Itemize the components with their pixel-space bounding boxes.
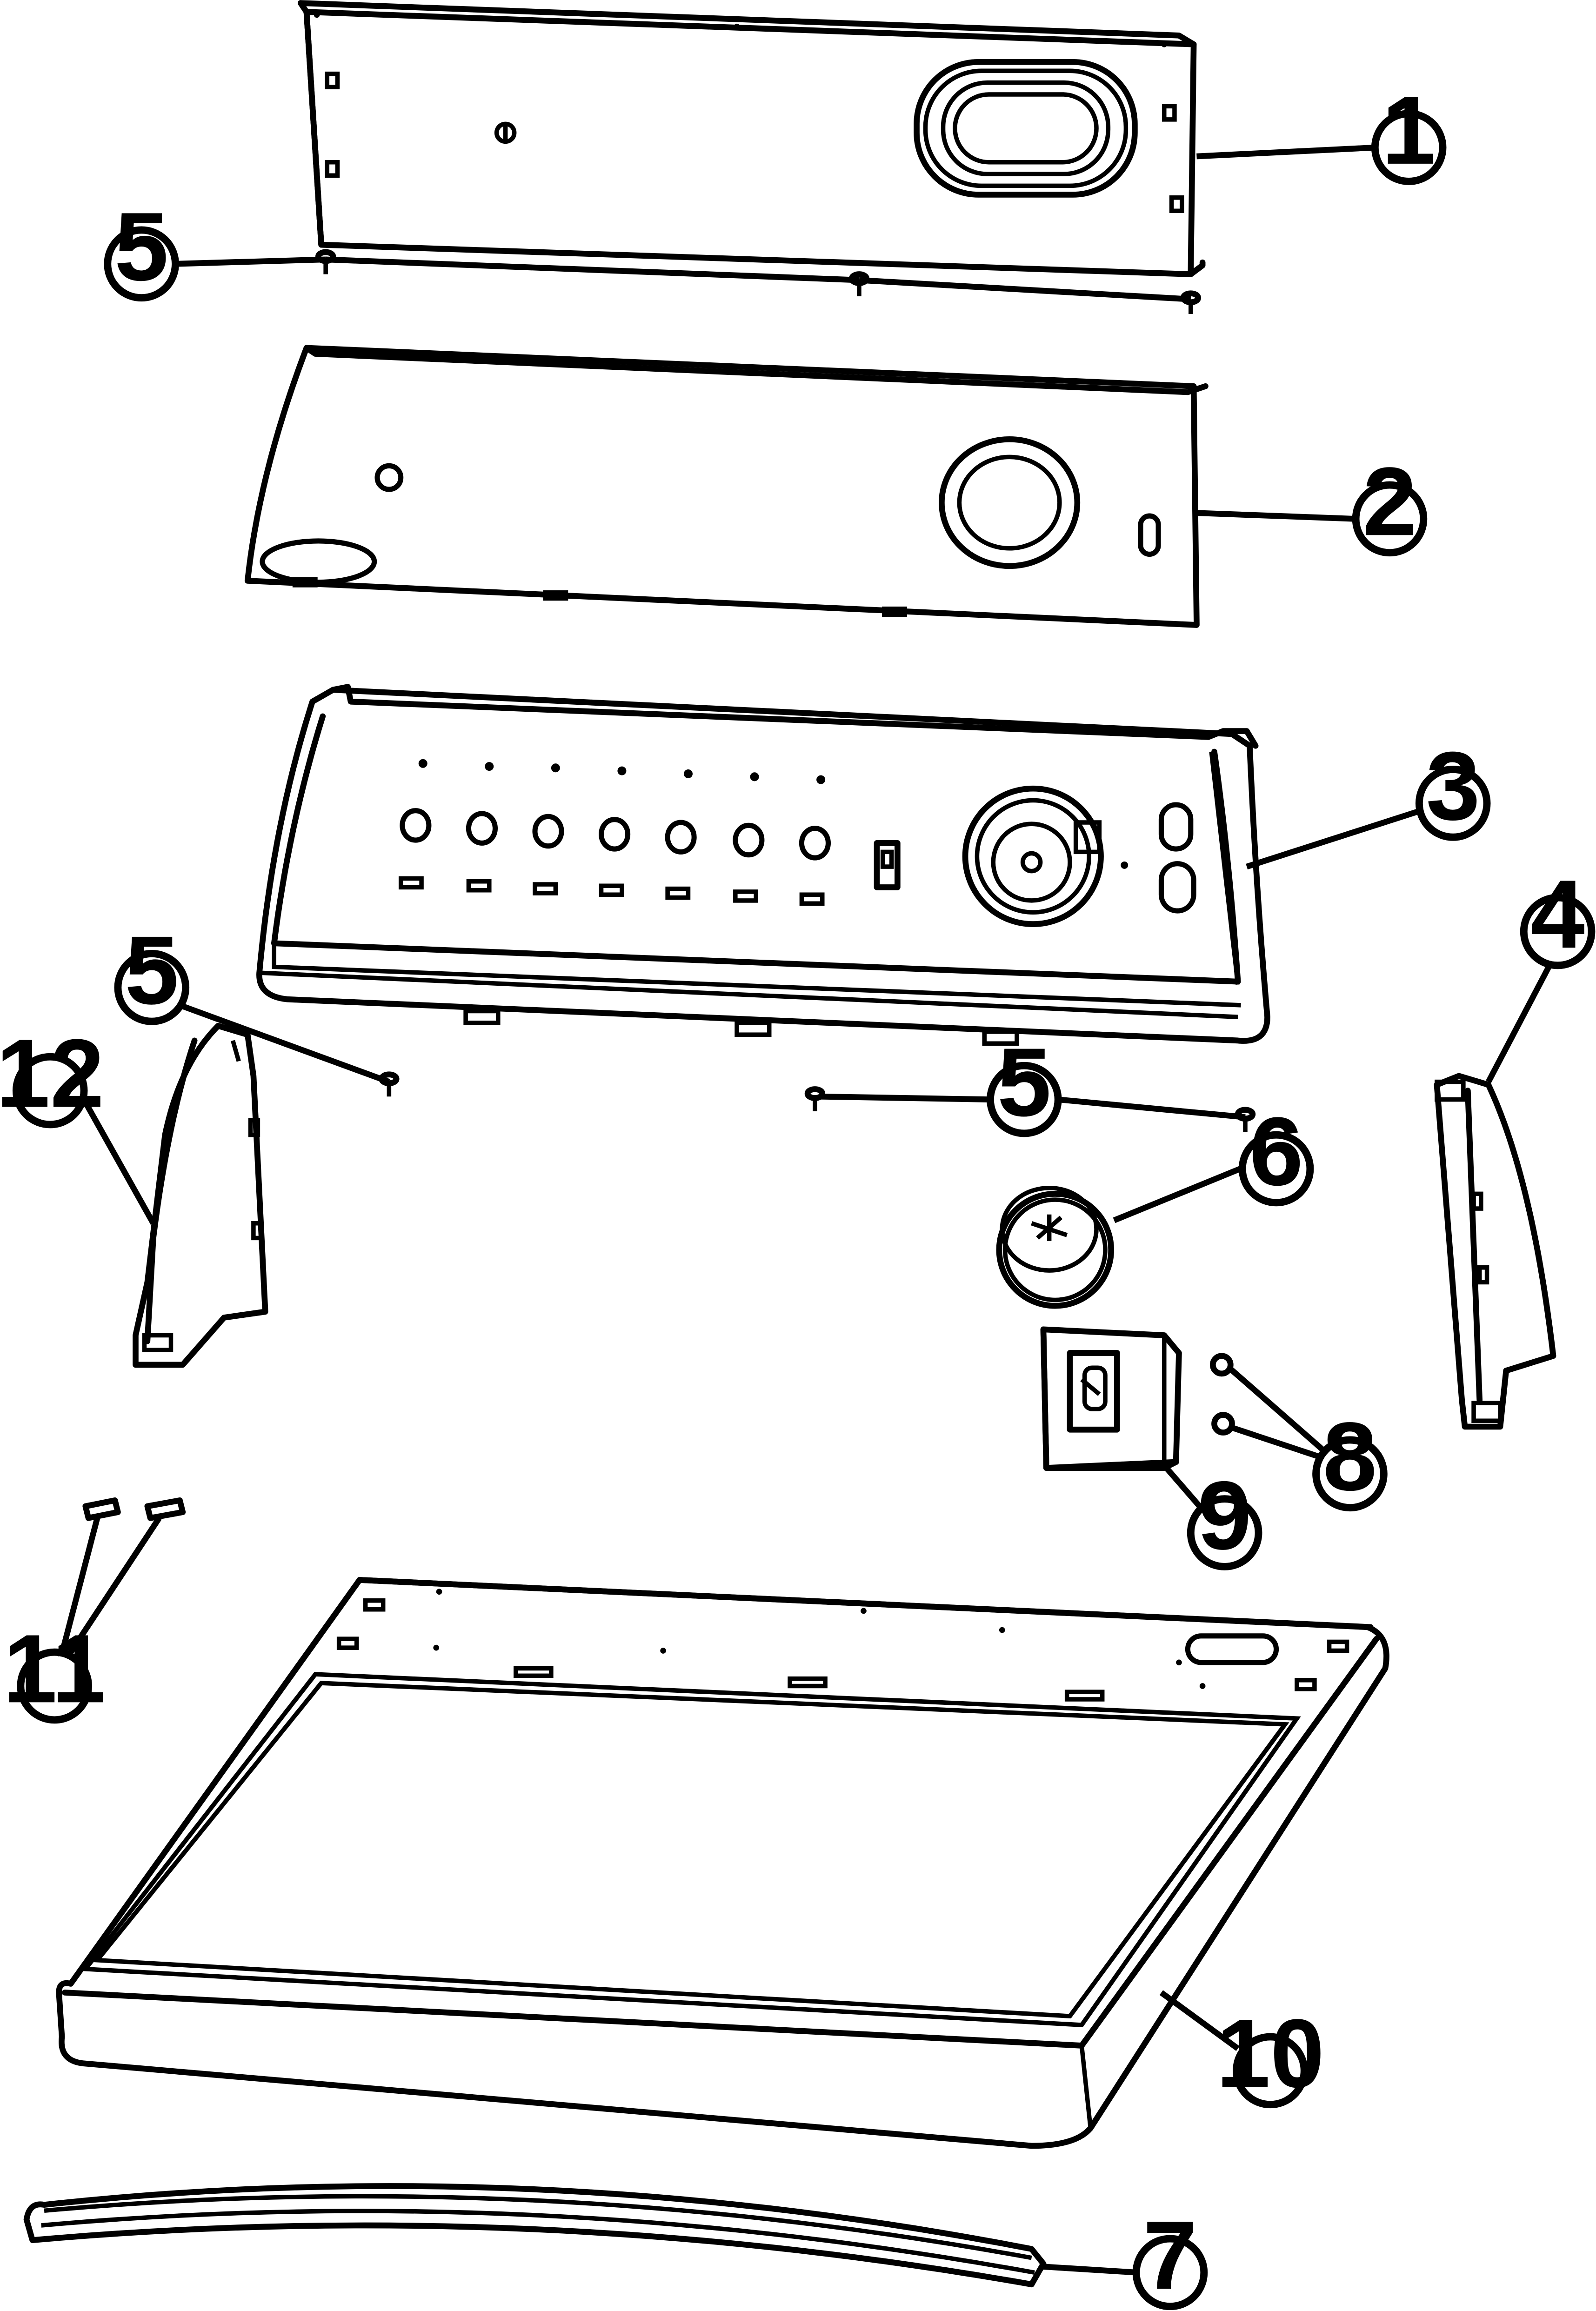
screw-icon: [804, 1086, 826, 1111]
callout-label: 12: [0, 1019, 104, 1128]
callout-label: 5: [997, 1028, 1051, 1136]
callout-label: 8: [1323, 1403, 1377, 1511]
callout-2: 2: [1352, 448, 1428, 557]
callout-1: 1: [1371, 76, 1447, 185]
callout-label: 10: [1216, 1999, 1325, 2108]
leader-lines: [59, 144, 1553, 2276]
part-8-balls: [1209, 1353, 1235, 1436]
part-4-right-endcap: [1434, 1073, 1556, 1430]
callout-11: 11: [3, 1615, 106, 1724]
callout-9: 9: [1187, 1462, 1262, 1570]
part-3-console: [256, 684, 1270, 1046]
callout-label: 11: [3, 1615, 106, 1723]
callout-label: 7: [1143, 2201, 1197, 2310]
part-7-trim-strip: [23, 2183, 1047, 2288]
part-9-switch-module: [1040, 1326, 1182, 1471]
part-10-top-cover: [56, 1577, 1389, 2149]
callout-3: 3: [1415, 732, 1491, 841]
part-1-rear-panel: [297, 0, 1206, 277]
callout-label: 1: [1382, 76, 1436, 185]
screw-icon: [315, 249, 336, 274]
screws-row-middle: [379, 1071, 1256, 1132]
callout-10: 10: [1216, 1999, 1325, 2109]
callout-6: 6: [1238, 1097, 1314, 1207]
callout-12: 12: [0, 1019, 104, 1129]
callout-label: 5: [114, 193, 168, 301]
callout-label: 9: [1198, 1462, 1252, 1570]
part-6-knob: [996, 1185, 1115, 1309]
callout-7: 7: [1132, 2201, 1208, 2311]
callout-8: 8: [1312, 1403, 1388, 1512]
callout-5-right: 5: [987, 1028, 1062, 1137]
callout-label: 5: [125, 916, 179, 1025]
callout-5-left: 5: [114, 916, 190, 1025]
callout-label: 4: [1530, 860, 1584, 968]
callout-5-top: 5: [104, 193, 179, 302]
callout-label: 6: [1249, 1097, 1303, 1206]
part-11-pads: [82, 1497, 186, 1521]
part-12-left-endcap: [133, 1022, 268, 1368]
part-2-panel-shield: [244, 345, 1209, 628]
callout-label: 2: [1362, 448, 1416, 556]
callout-label: 3: [1426, 732, 1480, 841]
callout-4: 4: [1520, 860, 1596, 969]
